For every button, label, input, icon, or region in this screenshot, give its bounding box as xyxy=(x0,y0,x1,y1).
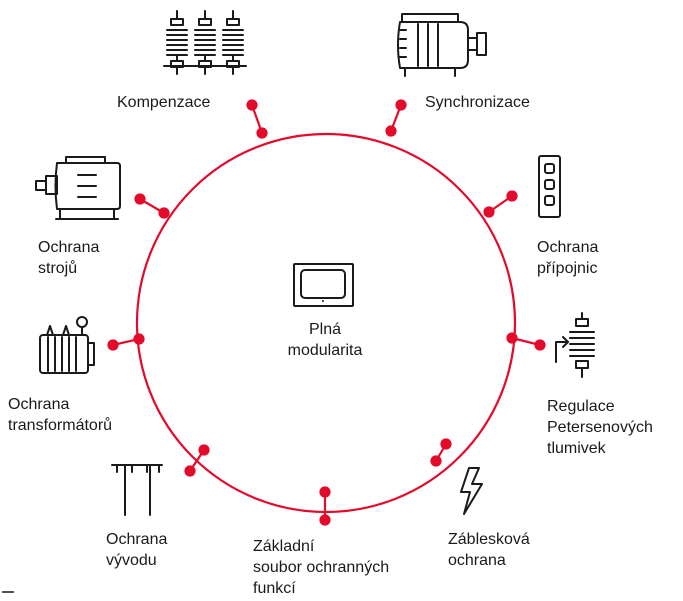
label-regulace-line-2: Petersenových xyxy=(547,419,653,436)
capacitor-bank-icon xyxy=(163,10,247,75)
label-ochrana-vyvodu-line-2: vývodu xyxy=(106,552,157,569)
label-zablesková: Záblesková ochrana xyxy=(448,529,530,571)
label-regulace-line-3: tlumivek xyxy=(547,440,606,457)
label-synchronizace-line-1: Synchronizace xyxy=(425,94,530,111)
label-regulace-line-1: Regulace xyxy=(547,398,615,415)
label-ochrana-pripojnic: Ochrana přípojnic xyxy=(537,237,598,279)
label-synchronizace: Synchronizace xyxy=(425,92,530,113)
transformer-icon xyxy=(39,316,95,374)
label-kompenzace: Kompenzace xyxy=(117,92,210,113)
relay-device-icon xyxy=(293,263,354,307)
busbar-icon xyxy=(538,155,561,218)
label-ochrana-vyvodu: Ochrana vývodu xyxy=(106,529,167,571)
lightning-icon xyxy=(460,467,483,515)
label-zakladni-line-1: Základní xyxy=(253,538,315,555)
label-zakladni: Základní soubor ochranných funkcí xyxy=(253,536,389,599)
connector-ochrana-transformatoru xyxy=(107,333,145,351)
label-ochrana-transformatoru-line-1: Ochrana xyxy=(8,396,70,413)
connector-ochrana-pripojnic xyxy=(483,190,518,218)
connector-kompenzace xyxy=(246,99,268,139)
generator-icon xyxy=(397,13,487,77)
label-regulace: Regulace Petersenových tlumivek xyxy=(547,396,653,459)
label-ochrana-vyvodu-line-1: Ochrana xyxy=(106,531,168,548)
label-zablesková-line-1: Záblesková xyxy=(448,531,530,548)
label-ochrana-transformatoru-line-2: transformátorů xyxy=(8,417,113,434)
label-kompenzace-line-1: Kompenzace xyxy=(117,94,211,111)
label-ochrana-pripojnic-line-1: Ochrana xyxy=(537,239,599,256)
label-zakladni-line-3: funkcí xyxy=(253,580,296,597)
connector-ochrana-vyvodu xyxy=(184,444,210,477)
label-ochrana-stroju-line-1: Ochrana xyxy=(38,239,100,256)
label-zakladni-line-2: soubor ochranných xyxy=(253,559,390,576)
label-zablesková-line-2: ochrana xyxy=(448,552,506,569)
center-label: Plná modularita xyxy=(272,319,378,361)
connector-regulace xyxy=(506,332,546,351)
label-ochrana-stroju-line-2: strojů xyxy=(38,260,78,277)
center-label-line-2: modularita xyxy=(287,342,363,359)
petersen-coil-icon xyxy=(555,312,595,378)
label-ochrana-pripojnic-line-2: přípojnic xyxy=(537,260,598,277)
center-label-line-1: Plná xyxy=(308,321,342,338)
label-ochrana-transformatoru: Ochrana transformátorů xyxy=(8,394,112,436)
label-ochrana-stroju: Ochrana strojů xyxy=(38,237,99,279)
ring-connectors xyxy=(107,99,546,526)
motor-icon xyxy=(35,156,121,220)
feeder-icon xyxy=(111,464,163,516)
connector-zakladni xyxy=(319,486,331,526)
connector-ochrana-stroju xyxy=(134,193,170,219)
connector-zablesková xyxy=(430,438,452,467)
connector-synchronizace xyxy=(385,99,407,137)
